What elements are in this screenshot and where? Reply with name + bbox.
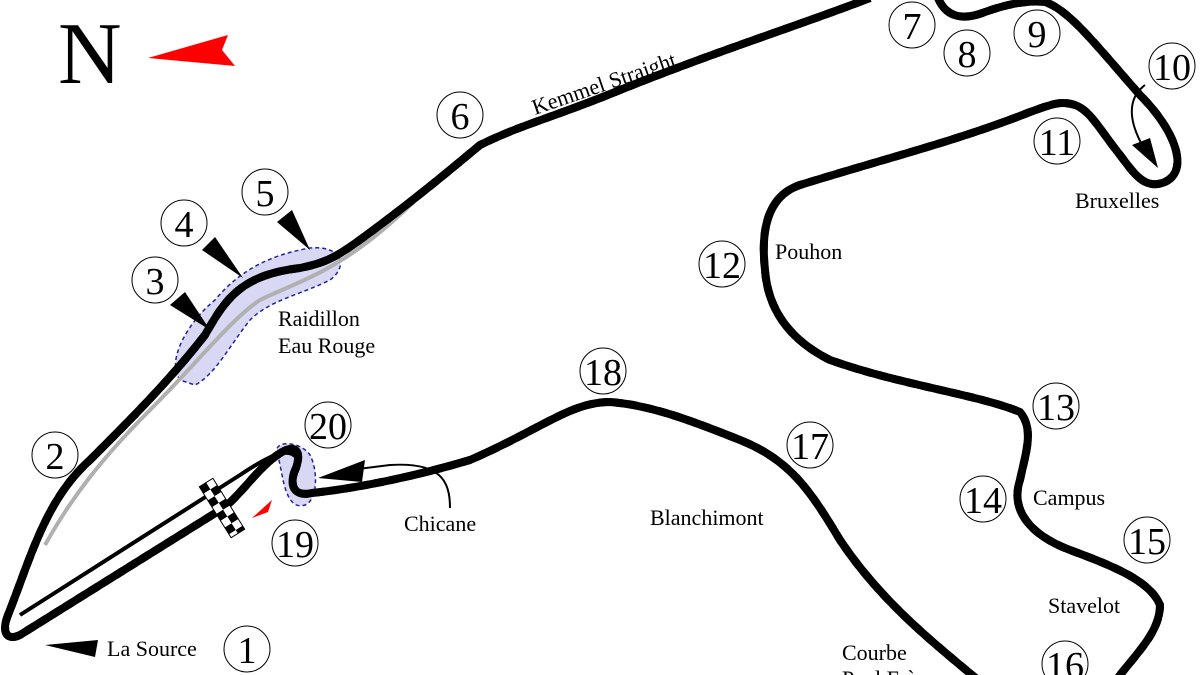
turn5-pointer-icon xyxy=(277,210,310,250)
svg-text:7: 7 xyxy=(903,6,922,48)
label-paul-frere: Paul Frère xyxy=(842,666,933,675)
svg-text:19: 19 xyxy=(276,524,314,566)
turn-11: 11 xyxy=(1033,117,1081,165)
svg-text:2: 2 xyxy=(46,436,65,478)
turn-12: 12 xyxy=(698,240,746,288)
svg-text:8: 8 xyxy=(958,34,977,76)
turn4-pointer-icon xyxy=(202,237,243,278)
turn-14: 14 xyxy=(959,475,1007,523)
svg-text:3: 3 xyxy=(146,261,165,303)
turn-9: 9 xyxy=(1013,9,1061,57)
turn-13: 13 xyxy=(1032,382,1080,430)
svg-text:17: 17 xyxy=(791,426,829,468)
turn-20: 20 xyxy=(304,401,352,449)
turn-15: 15 xyxy=(1123,516,1171,564)
turn-16: 16 xyxy=(1041,640,1089,675)
old-track xyxy=(43,183,432,546)
chicane-pointer-icon xyxy=(349,463,451,509)
svg-text:18: 18 xyxy=(584,352,622,394)
svg-text:13: 13 xyxy=(1037,387,1075,429)
svg-text:16: 16 xyxy=(1046,645,1084,675)
svg-text:9: 9 xyxy=(1028,14,1047,56)
label-chicane: Chicane xyxy=(404,511,476,536)
bruxelles-arrowhead-icon xyxy=(1132,138,1158,168)
turn-2: 2 xyxy=(31,431,79,479)
turn-1: 1 xyxy=(223,625,271,673)
turn-7: 7 xyxy=(888,1,936,49)
sector-3 xyxy=(225,397,1120,675)
start-finish-line xyxy=(198,477,246,539)
la-source-pointer-icon xyxy=(45,640,98,657)
turn-markers: 1 2 3 4 5 6 7 8 9 10 11 12 13 14 15 16 1… xyxy=(31,1,1196,675)
svg-text:12: 12 xyxy=(703,245,741,287)
svg-text:15: 15 xyxy=(1128,521,1166,563)
label-kemmel: Kemmel Straight xyxy=(528,47,679,120)
svg-text:1: 1 xyxy=(238,630,257,672)
direction-arrow-icon xyxy=(252,500,272,518)
label-blanchimont: Blanchimont xyxy=(650,505,764,530)
turn-8: 8 xyxy=(943,29,991,77)
turn-5: 5 xyxy=(241,168,289,216)
turn-6: 6 xyxy=(436,91,484,139)
svg-text:5: 5 xyxy=(256,173,275,215)
sector-1 xyxy=(5,0,870,637)
sector-2 xyxy=(764,0,1178,675)
label-eau-rouge: Eau Rouge xyxy=(278,333,375,358)
svg-text:20: 20 xyxy=(309,406,347,448)
svg-text:6: 6 xyxy=(451,96,470,138)
turn-19: 19 xyxy=(271,519,319,567)
label-courbe: Courbe xyxy=(842,640,907,665)
label-campus: Campus xyxy=(1033,485,1105,510)
turn-3: 3 xyxy=(131,256,179,304)
svg-text:10: 10 xyxy=(1153,47,1191,89)
svg-text:14: 14 xyxy=(964,480,1002,522)
north-label: N xyxy=(58,6,122,103)
turn-18: 18 xyxy=(579,347,627,395)
label-pouhon: Pouhon xyxy=(775,239,842,264)
svg-text:4: 4 xyxy=(175,204,194,246)
label-bruxelles: Bruxelles xyxy=(1075,188,1159,213)
north-arrow-icon xyxy=(148,35,235,66)
turn-10: 10 xyxy=(1148,42,1196,90)
svg-text:11: 11 xyxy=(1039,122,1076,164)
turn-4: 4 xyxy=(160,199,208,247)
label-stavelot: Stavelot xyxy=(1048,593,1120,618)
turn-17: 17 xyxy=(786,421,834,469)
label-la-source: La Source xyxy=(107,636,197,661)
turn3-pointer-icon xyxy=(170,292,210,330)
label-raidillon: Raidillon xyxy=(278,306,360,331)
chicane-arrowhead-icon xyxy=(318,460,365,482)
